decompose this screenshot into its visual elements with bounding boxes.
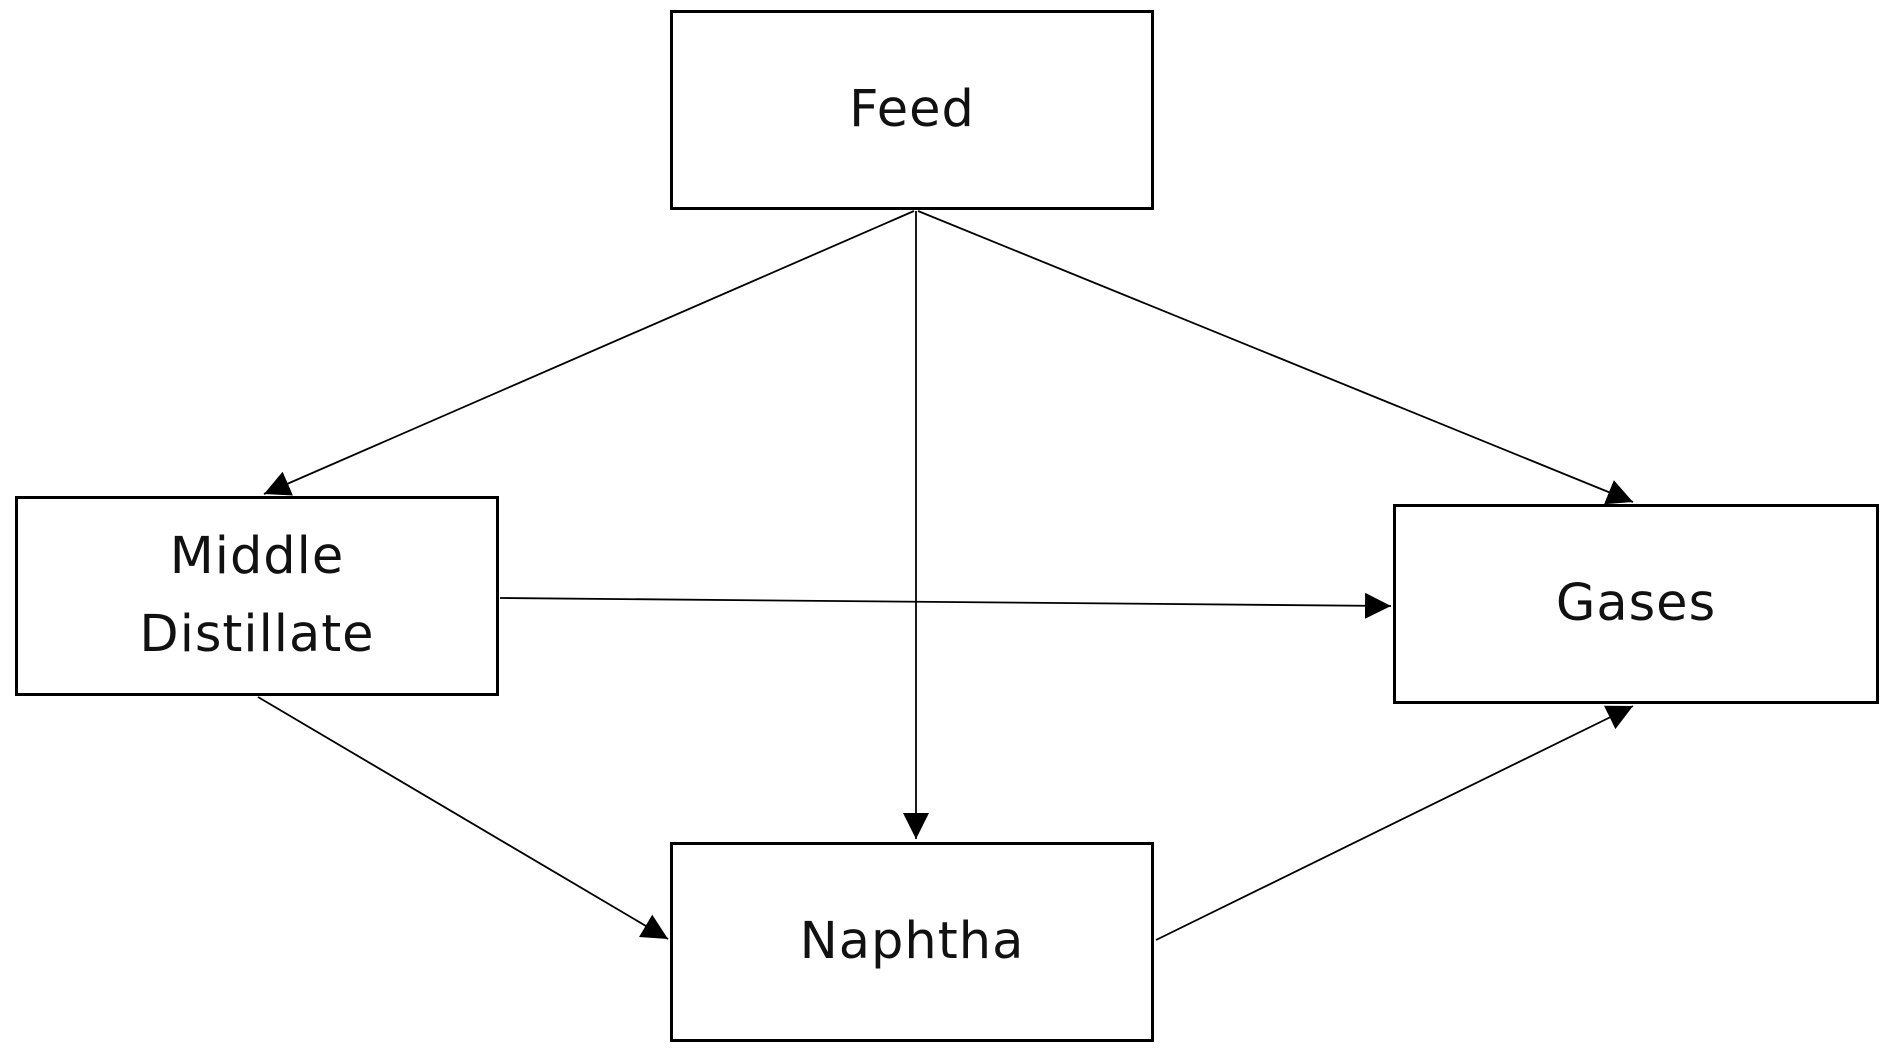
node-gases: Gases <box>1393 504 1879 704</box>
node-middle-distillate-label-line1: Middle <box>169 527 345 586</box>
edge-naphtha-to-gases <box>1155 705 1634 941</box>
node-naphtha: Naphtha <box>670 842 1154 1042</box>
node-gases-label: Gases <box>1555 574 1717 633</box>
edge-feed-to-gases <box>917 210 1634 505</box>
node-middle-distillate: Middle Distillate <box>15 496 499 696</box>
node-feed-label: Feed <box>849 80 975 139</box>
node-naphtha-label: Naphtha <box>799 912 1025 971</box>
edge-feed-to-middle-distillate <box>263 210 915 496</box>
edge-middle-distillate-to-naphtha <box>257 696 669 940</box>
edge-middle-distillate-to-gases <box>499 592 1392 619</box>
node-feed: Feed <box>670 10 1154 210</box>
node-middle-distillate-label-line2: Distillate <box>139 605 375 664</box>
